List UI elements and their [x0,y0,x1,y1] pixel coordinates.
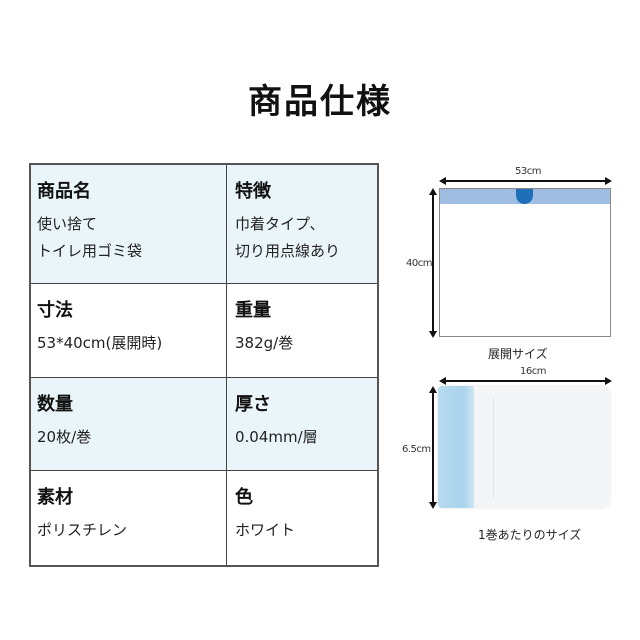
drawstring-notch [516,189,533,204]
unfolded-bag-shape [439,188,611,337]
spec-label: 寸法 [37,300,73,321]
spec-value: 382g/巻 [235,334,294,352]
spec-label: 特徴 [235,181,271,202]
arrow-right-icon [605,377,612,385]
spec-label: 素材 [37,487,73,508]
roll-width-label: 16cm [520,366,546,377]
roll-fold-line [493,398,494,498]
spec-row-material-color: 素材 ポリスチレン 色 ホワイト [31,471,377,565]
spec-table: 商品名 使い捨て トイレ用ゴミ袋 特徴 巾着タイプ、 切り用点線あり 寸法 53… [29,163,379,567]
spec-row-quantity-thickness: 数量 20枚/巻 厚さ 0.04mm/層 [31,378,377,471]
spec-cell-weight: 重量 382g/巻 [227,284,377,377]
spec-value: 20枚/巻 [37,428,92,446]
spec-value: トイレ用ゴミ袋 [37,242,143,260]
height-dimension-label: 40cm [406,258,432,269]
spec-row-size-weight: 寸法 53*40cm(展開時) 重量 382g/巻 [31,284,377,378]
spec-cell-thickness: 厚さ 0.04mm/層 [227,378,377,470]
spec-row-name-feature: 商品名 使い捨て トイレ用ゴミ袋 特徴 巾着タイプ、 切り用点線あり [31,165,377,284]
arrow-up-icon [429,386,437,393]
spec-label: 厚さ [235,394,271,415]
roll-size-caption: 1巻あたりのサイズ [478,528,582,542]
roll-shape [438,386,610,508]
spec-value: 53*40cm(展開時) [37,334,163,352]
arrow-right-icon [605,177,612,185]
roll-width-line [442,380,608,382]
width-dimension-line [441,180,609,182]
arrow-left-icon [439,177,446,185]
width-dimension-label: 53cm [515,166,541,177]
spec-value: 0.04mm/層 [235,428,318,446]
spec-value: ホワイト [235,521,296,539]
arrow-down-icon [429,331,437,338]
spec-cell-dimensions: 寸法 53*40cm(展開時) [31,284,227,377]
spec-value: 切り用点線あり [235,242,341,260]
roll-blue-band [438,386,474,508]
arrow-left-icon [439,377,446,385]
spec-value: 使い捨て [37,215,98,233]
roll-height-line [432,390,434,505]
spec-label: 色 [235,487,253,508]
spec-value: 巾着タイプ、 [235,215,325,233]
arrow-up-icon [429,188,437,195]
spec-label: 重量 [235,300,271,321]
arrow-down-icon [429,502,437,509]
spec-cell-quantity: 数量 20枚/巻 [31,378,227,470]
spec-label: 数量 [37,394,73,415]
spec-cell-color: 色 ホワイト [227,471,377,565]
page-title: 商品仕様 [248,82,392,122]
spec-label: 商品名 [37,181,91,202]
spec-cell-product-name: 商品名 使い捨て トイレ用ゴミ袋 [31,165,227,283]
height-dimension-line [432,192,434,334]
spec-cell-material: 素材 ポリスチレン [31,471,227,565]
roll-height-label: 6.5cm [402,444,431,455]
spec-cell-feature: 特徴 巾着タイプ、 切り用点線あり [227,165,377,283]
spec-value: ポリスチレン [37,521,128,539]
unfolded-size-caption: 展開サイズ [488,347,548,361]
